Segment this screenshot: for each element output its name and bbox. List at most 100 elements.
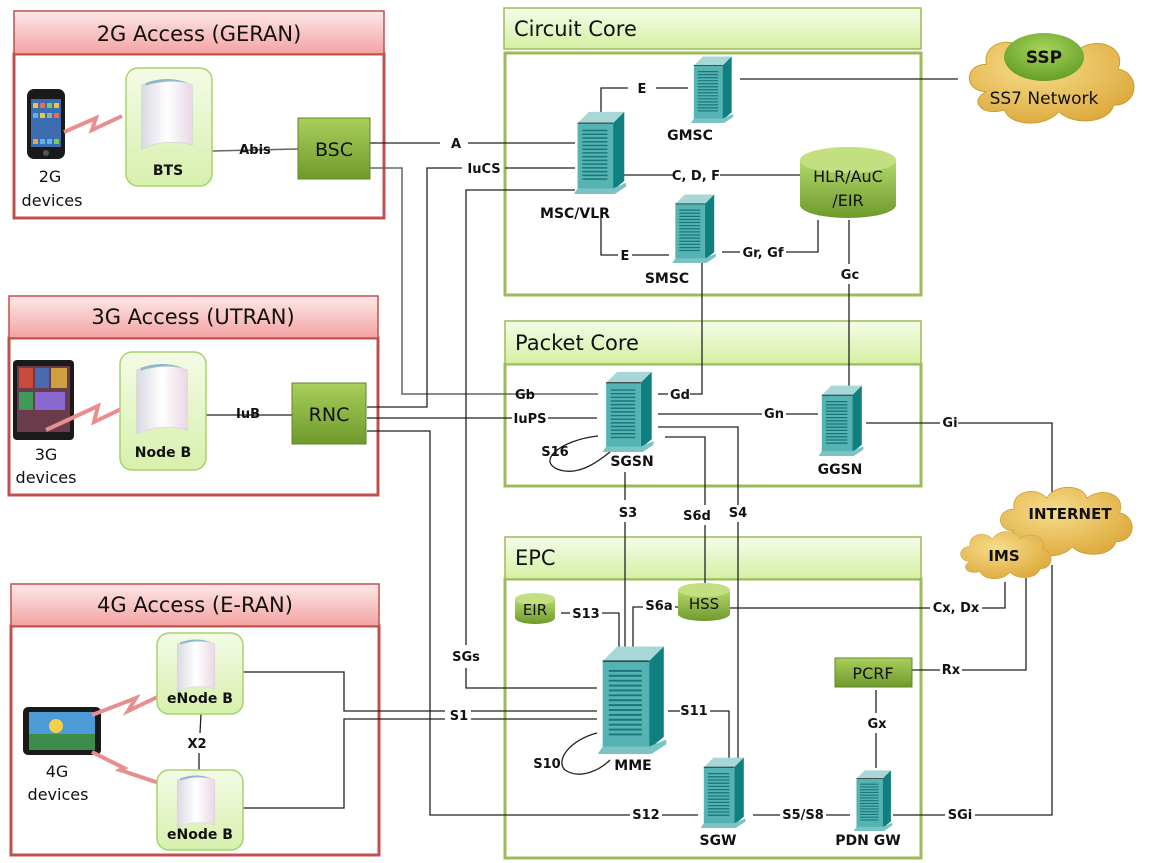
base-station-icon — [176, 775, 216, 829]
cloud-internet: INTERNET — [1000, 486, 1133, 557]
iface-s10: S10 — [533, 757, 560, 772]
device-4g-label-line1: 4G — [46, 762, 69, 781]
device-3g-label-line2: devices — [16, 468, 77, 487]
cloud-ims: IMS — [960, 531, 1052, 580]
device-2g: 2G devices — [22, 89, 123, 210]
radio-link-icon — [45, 398, 141, 432]
server-icon — [601, 370, 655, 452]
base-station-icon — [176, 639, 216, 693]
cloud-ss7-network: SSP SS7 Network — [968, 33, 1135, 124]
cloud-ims-label: IMS — [988, 547, 1019, 565]
node-msc-vlr-label: MSC/VLR — [540, 206, 610, 222]
node-hlr-label-line1: HLR/AuC — [813, 167, 883, 186]
iface-a: A — [451, 137, 461, 152]
server-icon — [596, 645, 668, 754]
tablet-icon — [23, 707, 101, 755]
node-pcrf: PCRF — [834, 657, 913, 688]
cloud-ss7-label: SS7 Network — [990, 89, 1099, 109]
node-rnc-label: RNC — [309, 404, 350, 426]
node-enodeb-1-label: eNode B — [167, 691, 233, 707]
iface-s16: S16 — [541, 445, 568, 460]
node-ggsn-label: GGSN — [818, 462, 863, 478]
iface-s5s8: S5/S8 — [782, 808, 824, 823]
node-sgw-label: SGW — [699, 833, 736, 849]
iface-s13: S13 — [572, 607, 599, 622]
iface-x2: X2 — [187, 737, 206, 752]
node-ssp-label: SSP — [1026, 48, 1062, 68]
iface-gx: Gx — [867, 717, 887, 732]
region-title-epc: EPC — [515, 546, 556, 570]
iface-gc: Gc — [841, 268, 859, 283]
device-4g-label-line2: devices — [28, 785, 89, 804]
node-bsc-label: BSC — [315, 139, 353, 161]
node-enodeb-1: eNode B — [156, 632, 244, 715]
node-ssp — [1004, 33, 1084, 81]
base-station-icon — [136, 363, 188, 435]
iface-gn: Gn — [764, 407, 784, 422]
server-icon — [671, 193, 717, 263]
region-title-4g: 4G Access (E-RAN) — [97, 593, 293, 617]
base-station-icon — [141, 78, 193, 150]
iface-s12: S12 — [632, 808, 659, 823]
iface-iub: IuB — [236, 407, 260, 422]
node-gmsc: GMSC — [667, 55, 734, 144]
node-rnc: RNC — [291, 382, 367, 445]
node-pcrf-label: PCRF — [852, 664, 893, 683]
node-hss: HSS — [678, 583, 730, 621]
iface-gi: Gi — [942, 416, 957, 431]
server-icon — [573, 111, 627, 195]
node-bsc: BSC — [297, 117, 371, 180]
iface-sgi: SGi — [948, 808, 973, 823]
device-2g-label-line1: 2G — [39, 167, 62, 186]
node-mme: MME — [596, 645, 668, 774]
iface-iups: IuPS — [514, 412, 547, 427]
node-hlr-label-line2: /EIR — [832, 191, 863, 210]
iface-abis: Abis — [239, 143, 271, 158]
node-gmsc-label: GMSC — [667, 128, 713, 144]
iface-s11: S11 — [680, 704, 707, 719]
node-hlr-auc-eir: HLR/AuC /EIR — [800, 147, 896, 218]
iface-cdf: C, D, F — [672, 169, 720, 184]
node-nodeb-label: Node B — [135, 445, 191, 461]
node-ggsn: GGSN — [818, 384, 865, 478]
tablet-icon — [13, 360, 74, 440]
node-sgsn-label: SGSN — [610, 454, 653, 470]
node-sgsn: SGSN — [601, 370, 655, 470]
iface-grgf: Gr, Gf — [743, 246, 784, 261]
node-bts-label: BTS — [153, 163, 183, 179]
node-smsc-label: SMSC — [645, 271, 689, 287]
iface-cxdx: Cx, Dx — [933, 601, 980, 616]
iface-s4: S4 — [729, 506, 747, 521]
region-title-3g: 3G Access (UTRAN) — [91, 305, 294, 329]
node-pdn-gw-label: PDN GW — [835, 833, 900, 849]
iface-rx: Rx — [942, 663, 961, 678]
radio-link-icon — [91, 750, 175, 790]
node-eir: EIR — [515, 593, 555, 624]
iface-s6d: S6d — [683, 509, 711, 524]
iface-s1: S1 — [450, 709, 468, 724]
node-pdn-gw: PDN GW — [835, 769, 901, 849]
node-sgw: SGW — [699, 756, 747, 849]
node-hss-label: HSS — [689, 595, 719, 613]
server-icon — [853, 769, 893, 831]
smartphone-icon — [27, 89, 65, 159]
iface-sgs: SGs — [452, 650, 480, 665]
node-enodeb-2-label: eNode B — [167, 827, 233, 843]
region-title-2g: 2G Access (GERAN) — [97, 22, 302, 46]
radio-link-icon — [91, 688, 173, 717]
node-smsc: SMSC — [645, 193, 717, 287]
iface-gd: Gd — [670, 388, 690, 403]
device-3g-label-line1: 3G — [35, 445, 58, 464]
device-2g-label-line2: devices — [22, 191, 83, 210]
iface-gb: Gb — [515, 388, 535, 403]
device-4g: 4G devices — [23, 688, 175, 804]
iface-s6a: S6a — [645, 599, 672, 614]
iface-e-top: E — [638, 82, 647, 97]
cloud-internet-label: INTERNET — [1028, 505, 1112, 523]
node-bts: BTS — [125, 67, 213, 187]
node-eir-label: EIR — [523, 601, 547, 619]
server-icon — [699, 756, 747, 828]
iface-e-bottom: E — [621, 249, 630, 264]
node-msc-vlr: MSC/VLR — [540, 111, 627, 222]
